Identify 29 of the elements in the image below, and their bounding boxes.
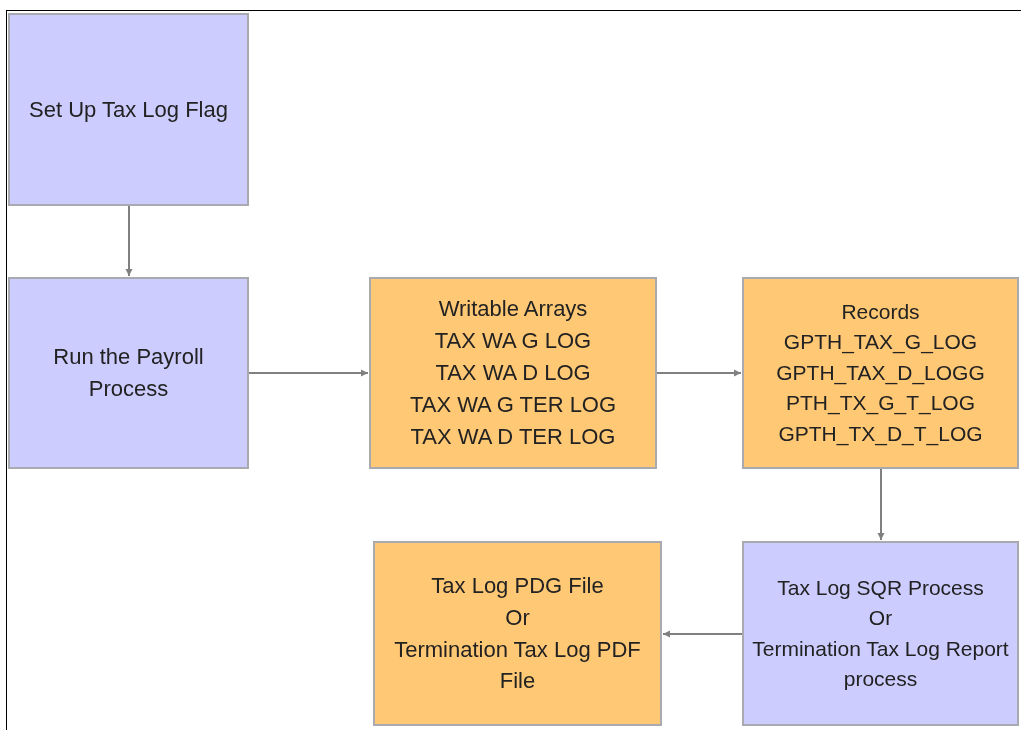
box-text: Run the Payroll Process xyxy=(52,343,205,403)
box-text: GPTH_TAX_G_LOG xyxy=(783,329,978,356)
box-text: Tax Log PDG File xyxy=(431,571,604,600)
box-text: Records xyxy=(841,298,920,325)
arrow xyxy=(125,205,133,277)
box-text: Termination Tax Log Report process xyxy=(751,635,1010,692)
arrow xyxy=(248,369,369,377)
box-text: Tax Log SQR Process xyxy=(777,574,984,601)
box-text: Termination Tax Log PDF File xyxy=(393,635,642,696)
arrow xyxy=(877,468,885,541)
box-text: TAX WA G TER LOG xyxy=(409,390,617,419)
box-text: Or xyxy=(868,605,893,632)
data-box xyxy=(369,277,657,469)
box-text: TAX WA D TER LOG xyxy=(410,422,616,451)
box-text: Or xyxy=(505,603,530,632)
data-box xyxy=(742,277,1019,469)
process-box xyxy=(8,13,249,206)
arrow xyxy=(662,630,743,638)
box-text: GPTH_TX_D_T_LOG xyxy=(778,420,983,448)
box-text: GPTH_TAX_D_LOGG xyxy=(776,359,985,387)
box-text: PTH_TX_G_T_LOG xyxy=(785,390,976,417)
process-box xyxy=(742,541,1019,726)
process-box xyxy=(8,277,249,469)
arrow xyxy=(656,369,742,377)
box-text: Writable Arrays xyxy=(438,295,588,324)
box-text: TAX WA D LOG xyxy=(435,359,591,388)
box-text: Set Up Tax Log Flag xyxy=(29,95,228,124)
data-box xyxy=(373,541,662,726)
box-text: TAX WA G LOG xyxy=(434,327,592,356)
